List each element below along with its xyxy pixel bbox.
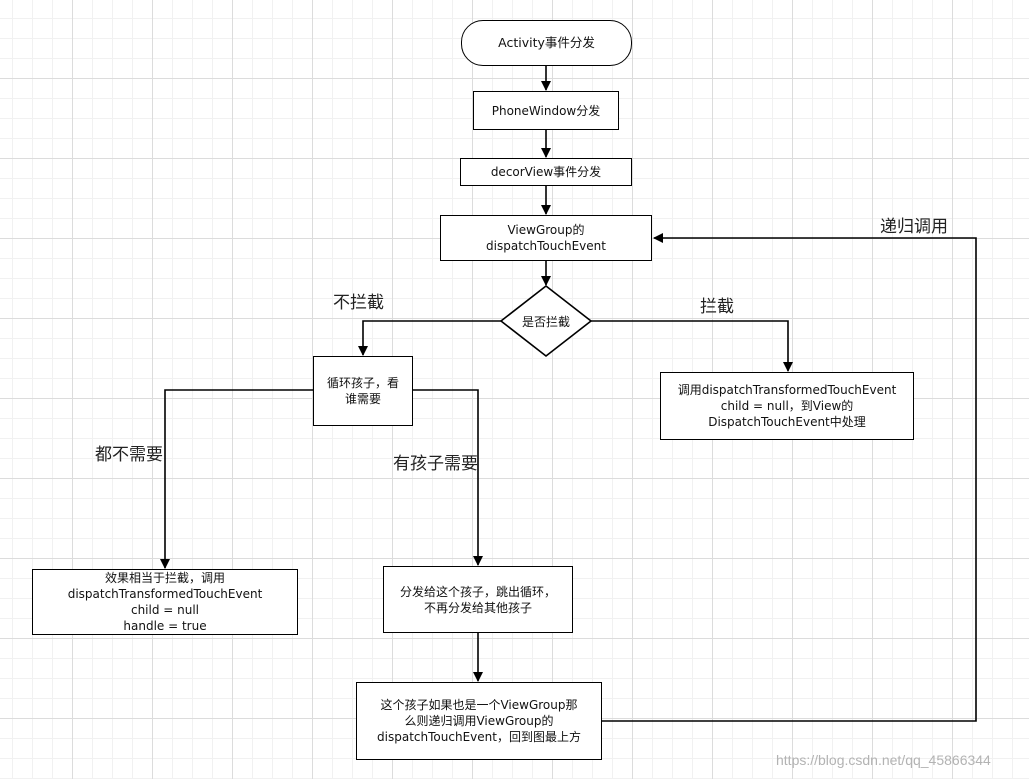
loop-children-node: 循环孩子，看 谁需要 (313, 356, 413, 426)
edge-decision-intercept (591, 320, 793, 372)
viewgroup-dispatch-node: ViewGroup的 dispatchTouchEvent (440, 215, 652, 261)
child-needs-label: 有孩子需要 (393, 454, 478, 474)
activity-dispatch-node: Activity事件分发 (461, 20, 632, 66)
edge-loop-child-needs (413, 389, 483, 566)
none-need-label: 都不需要 (95, 445, 163, 465)
none-needed-result-node: 效果相当于拦截，调用 dispatchTransformedTouchEvent… (32, 569, 298, 635)
edge-recursive-back-to-viewgroup (602, 233, 977, 722)
intercept-decision-diamond (499, 284, 593, 358)
intercept-decision-label: 是否拦截 (521, 314, 570, 329)
recursive-label: 递归调用 (880, 217, 948, 237)
intercept-label: 拦截 (700, 297, 734, 317)
recursive-call-node: 这个孩子如果也是一个ViewGroup那 么则递归调用ViewGroup的 di… (356, 682, 602, 760)
decorview-dispatch-node: decorView事件分发 (460, 158, 632, 186)
dispatch-to-child-node: 分发给这个孩子，跳出循环， 不再分发给其他孩子 (383, 566, 573, 633)
edge-loop-none-needed (160, 389, 313, 569)
edge-decision-not-intercept (358, 320, 501, 356)
not-intercept-label: 不拦截 (333, 293, 384, 313)
intercepted-result-node: 调用dispatchTransformedTouchEvent child = … (660, 372, 914, 440)
phonewindow-dispatch-node: PhoneWindow分发 (473, 91, 619, 130)
watermark-url: https://blog.csdn.net/qq_45866344 (776, 752, 991, 768)
